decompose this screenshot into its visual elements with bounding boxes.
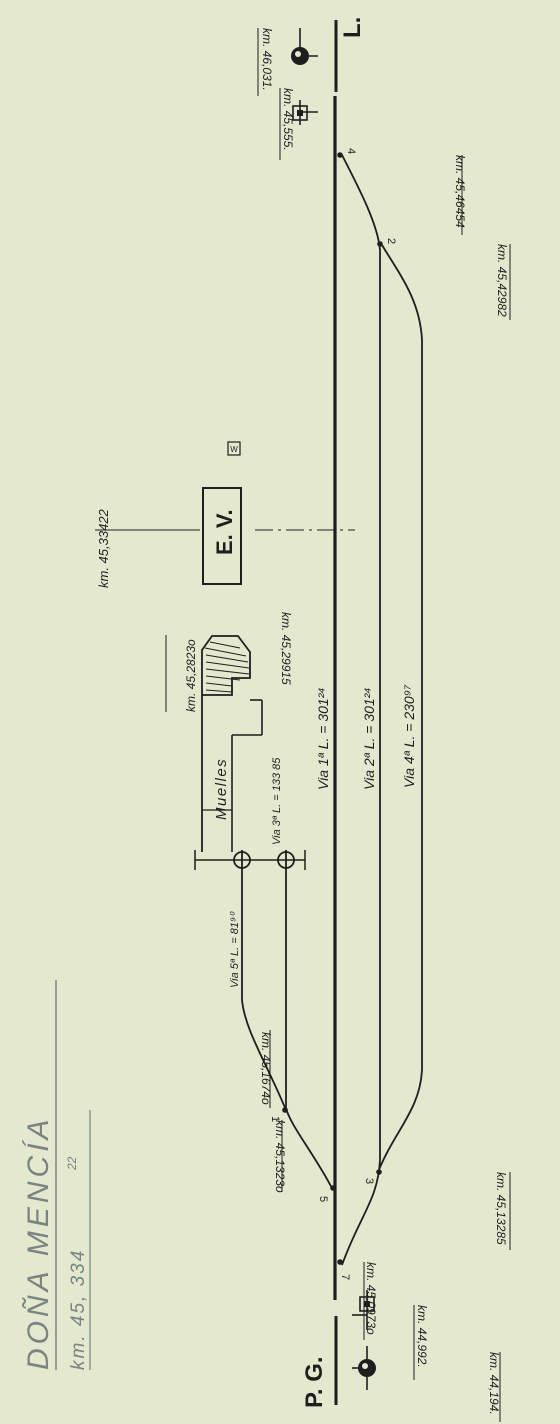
left-end-label: P. G. [301, 1356, 328, 1408]
switch-1-point [282, 1107, 288, 1113]
switch-3-number: 3 [363, 1178, 375, 1184]
switch-7-point [337, 1259, 343, 1265]
switch-2-km: km. 45,42982 [495, 244, 509, 317]
station-name: DOÑA MENCÍA [21, 1115, 55, 1370]
switch-5-number: 5 [317, 1196, 329, 1202]
turntable-via5 [233, 851, 251, 869]
via5-label: Via 5ª L. = 81⁹⁰ [229, 911, 241, 988]
switch-5-km: km. 45,1323o [273, 1120, 287, 1193]
switch-5-point [330, 1185, 336, 1191]
right-home-km: km. 45,555. [281, 88, 295, 151]
via4-label: Via 4ª L. = 230⁹⁷ [401, 684, 417, 788]
switch-2-point [377, 241, 383, 247]
platform-label: Muelles [213, 758, 230, 820]
right-home-signal [292, 100, 318, 125]
left-home-signal [352, 1290, 375, 1330]
platform-start-km: km. 45,2823o [184, 639, 198, 712]
via3-label: Via 3ª L. = 133 85 [271, 757, 283, 845]
track-via5 [241, 850, 287, 1111]
switch-3-point [376, 1169, 382, 1175]
switch-7-km: km. 45,0973o [364, 1262, 378, 1335]
station-km-frac: 22 [65, 1156, 79, 1171]
left-distant-km: km. 44,194. [487, 1352, 501, 1415]
switch-4-km: km. 45,46454 [453, 155, 467, 228]
right-end-label: L. [339, 17, 366, 38]
track-via2 [341, 154, 381, 1266]
track-via4 [377, 244, 423, 1173]
right-distant-signal [291, 28, 318, 65]
wc-box [227, 441, 241, 456]
switch-1-number: 1 [269, 1116, 281, 1122]
platform-end-km: km. 45,29915 [279, 612, 293, 685]
left-distant-signal [352, 1346, 376, 1390]
turntable-via3 [277, 851, 295, 869]
station-building-label: E. V. [212, 509, 237, 555]
ramp-hatching [204, 641, 250, 693]
station-axis-km: km. 45,33422 [96, 508, 111, 588]
switch-3-km: km. 45,13285 [494, 1172, 508, 1245]
station-building [202, 487, 242, 585]
switch-7-number: 7 [339, 1274, 351, 1280]
via1-label: Via 1ª L. = 301²⁴ [315, 688, 331, 790]
station-km: km. 45, 334 [68, 1249, 89, 1370]
switch-2-number: 2 [385, 238, 397, 244]
switch-4-point [337, 152, 343, 158]
wc-label: W [230, 445, 238, 454]
right-distant-km: km. 46,031. [260, 28, 274, 91]
left-home-km: km. 44,992. [415, 1305, 429, 1368]
track-via3 [285, 850, 334, 1191]
platform-muelles [201, 635, 251, 852]
via2-label: Via 2ª L. = 301²⁴ [361, 688, 377, 790]
switch-4-number: 4 [345, 148, 357, 154]
header-block: DOÑA MENCÍA km. 45, 334 22 [21, 980, 91, 1370]
switch-1-km: km. 45,1674o [259, 1032, 273, 1105]
